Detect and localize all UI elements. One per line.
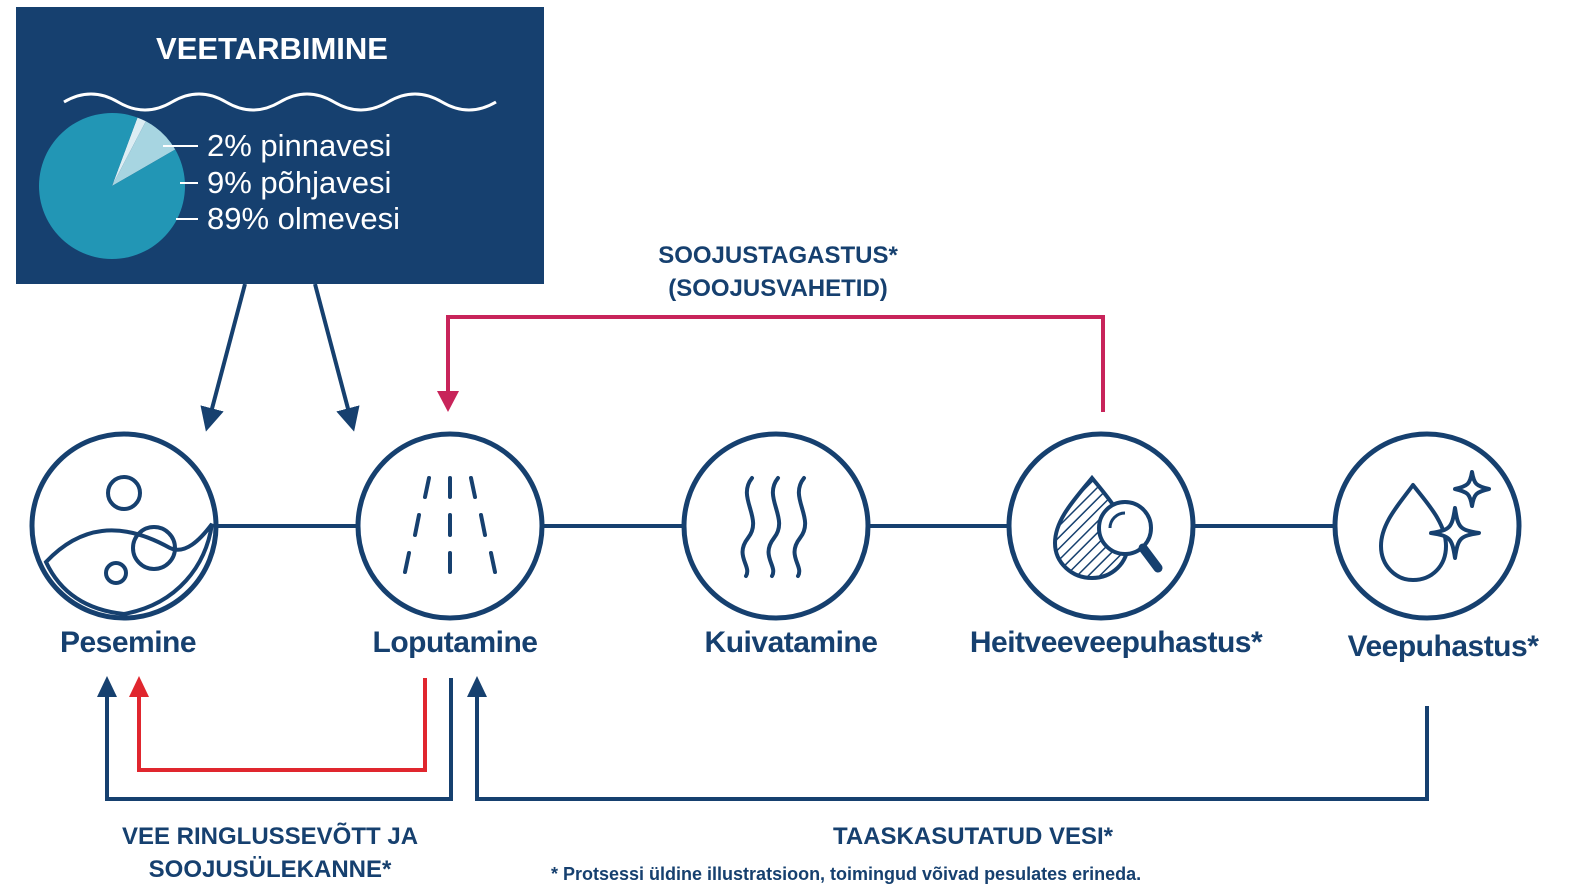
- pie-slice-1: [112, 117, 146, 186]
- recirculation-navy-arrowhead: [97, 676, 117, 697]
- rinse-spray-icon: [403, 476, 497, 574]
- stage-kuivatamine: [681, 431, 871, 621]
- legend-item-olmevesi: 89% olmevesi: [207, 201, 400, 236]
- reused-water-label: TAASKASUTATUD VESI*: [832, 823, 1114, 850]
- pie-slice-2: [112, 121, 176, 186]
- stage-heitveepuhastus: [1006, 431, 1196, 621]
- stage-veepuhastus: [1332, 431, 1522, 621]
- heat-transfer-red-arrowhead: [129, 676, 149, 697]
- drying-heat-waves-icon: [740, 476, 808, 578]
- supply-arrow-loputamine: [313, 283, 360, 432]
- footnote: * Protsessi üldine illustratsioon, toimi…: [551, 864, 1142, 884]
- consumption-pie-chart: [38, 112, 185, 259]
- recirculation-label: VEE RINGLUSSEVÕTT JA SOOJUSÜLEKANNE*: [122, 820, 418, 886]
- stage-label-loputamine: Loputamine: [372, 626, 539, 659]
- recirculation-label-line2: SOOJUSÜLEKANNE*: [148, 856, 392, 883]
- heat-recovery-label: SOOJUSTAGASTUS* (SOOJUSVAHETID): [658, 239, 898, 305]
- reused-water-arrowhead: [467, 676, 487, 697]
- reused-water-line: [475, 693, 1429, 801]
- wastewater-drop-magnifier-icon: [1052, 474, 1163, 581]
- supply-arrow-pesemine: [200, 283, 247, 432]
- legend-item-pinnavesi: 2% pinnavesi: [207, 128, 392, 163]
- stage-label-heitveepuhastus: Heitveeveepuhastus*: [969, 626, 1263, 659]
- stage-label-pesemine: Pesemine: [59, 626, 197, 659]
- heat-recovery-label-line2: (SOOJUSVAHETID): [668, 275, 888, 302]
- stage-circle-pesemine: [29, 431, 219, 621]
- stage-circle-veepuhastus: [1332, 431, 1522, 621]
- stage-label-kuivatamine: Kuivatamine: [704, 626, 878, 659]
- water-wave-icon: [63, 92, 497, 112]
- stage-pesemine: [29, 431, 219, 621]
- stage-loputamine: [355, 431, 545, 621]
- washing-icon: [43, 475, 214, 617]
- stage-circle-kuivatamine: [681, 431, 871, 621]
- pie-slice-3: [38, 112, 185, 259]
- heat-recovery-line: [446, 315, 1105, 412]
- clean-water-drop-sparkle-icon: [1379, 470, 1491, 582]
- stage-label-veepuhastus: Veepuhastus*: [1347, 630, 1539, 663]
- panel-title: VEETARBIMINE: [156, 31, 388, 66]
- legend-item-pohjavesi: 9% põhjavesi: [207, 165, 392, 200]
- recirculation-label-line1: VEE RINGLUSSEVÕTT JA: [121, 823, 419, 850]
- heat-recovery-label-line1: SOOJUSTAGASTUS*: [658, 242, 898, 269]
- heat-recovery-arrowhead: [437, 391, 459, 412]
- recirculation-navy-line: [105, 678, 453, 801]
- heat-transfer-red-line: [137, 678, 427, 772]
